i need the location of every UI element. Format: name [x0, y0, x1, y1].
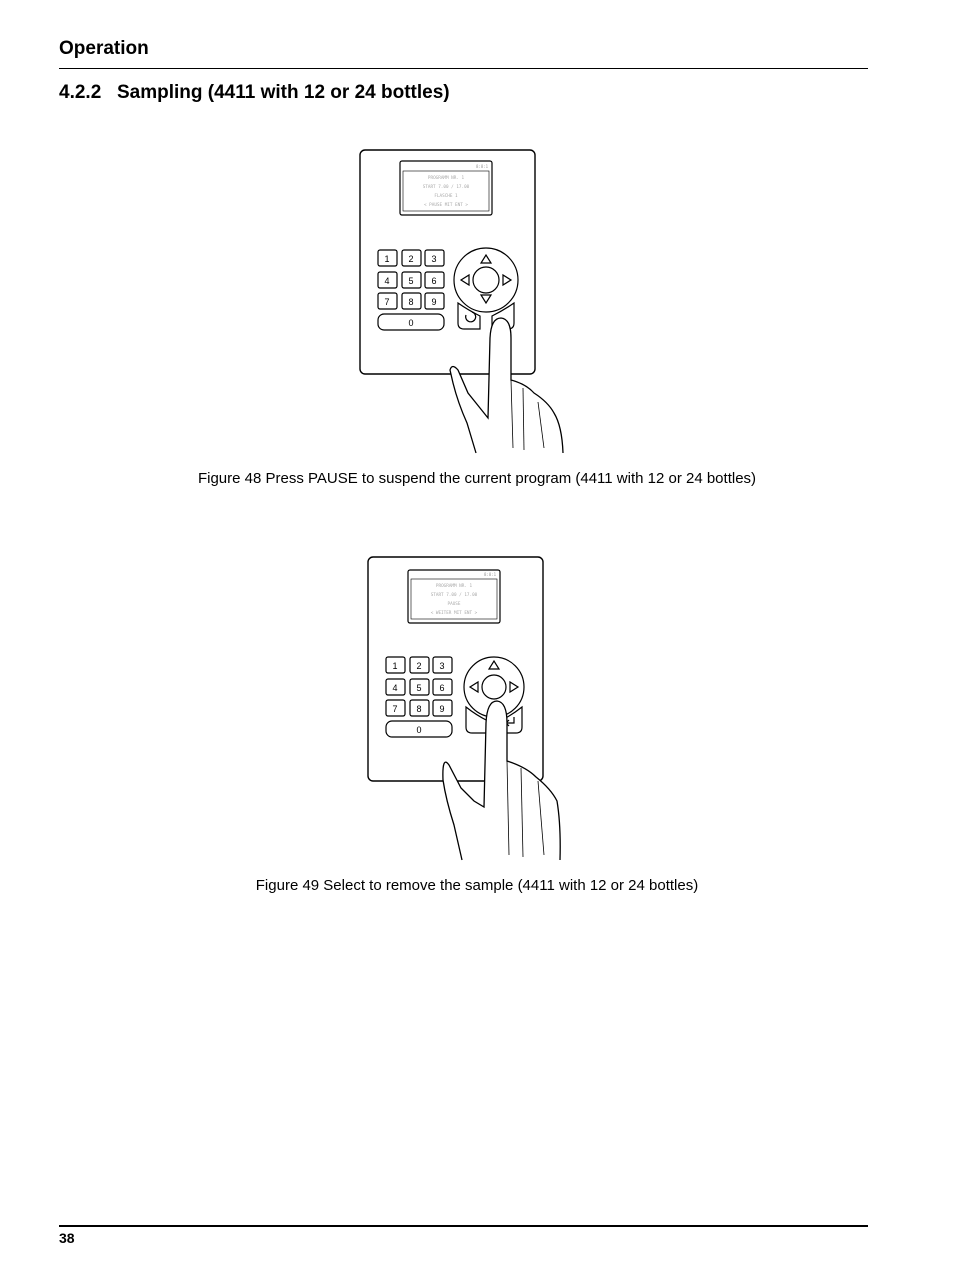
key-6: 6: [431, 276, 436, 286]
arrow-left-icon: [468, 680, 479, 694]
key-5: 5: [408, 276, 413, 286]
key-7: 7: [384, 297, 389, 307]
figure-48-caption: Figure 48 Press PAUSE to suspend the cur…: [197, 470, 757, 487]
key-2: 2: [416, 661, 421, 671]
screen-line-3: FLASCHE 1: [434, 193, 458, 199]
key-0: 0: [416, 725, 421, 735]
lcd-display: 8:8:1 PROGRAMM NR. 1 START 7.00 / 17.00 …: [399, 160, 493, 216]
figure-49: 8:8:1 PROGRAMM NR. 1 START 7.00 / 17.00 …: [366, 555, 562, 861]
key-4: 4: [392, 683, 397, 693]
hand-pointer: [442, 700, 561, 861]
heading-number: 4.2.2: [59, 82, 102, 103]
arrow-down-icon: [479, 294, 493, 305]
screen-line-2: START 7.00 / 17.00: [423, 184, 470, 190]
section-heading: 4.2.2 Sampling (4411 with 12 or 24 bottle…: [59, 82, 450, 104]
screen-line-1: PROGRAMM NR. 1: [428, 175, 465, 181]
key-9: 9: [439, 704, 444, 714]
key-6: 6: [439, 683, 444, 693]
key-0: 0: [408, 318, 413, 328]
escape-icon: [465, 311, 477, 323]
screen-line-1: PROGRAMM NR. 1: [436, 583, 473, 589]
heading-title: Sampling (4411 with 12 or 24 bottles): [117, 82, 450, 103]
arrow-left-icon: [459, 273, 470, 287]
section-header: Operation: [59, 38, 149, 59]
controller-body: [359, 149, 536, 375]
key-9: 9: [431, 297, 436, 307]
header-rule: [59, 68, 868, 69]
screen-line-2: START 7.00 / 17.00: [431, 592, 478, 598]
screen-line-3: PAUSE: [448, 601, 461, 607]
key-1: 1: [392, 661, 397, 671]
enter-key: [499, 705, 523, 734]
key-8: 8: [416, 704, 421, 714]
lcd-display: 8:8:1 PROGRAMM NR. 1 START 7.00 / 17.00 …: [407, 569, 501, 624]
numeric-keypad: [377, 249, 445, 331]
navigation-pad: [453, 247, 519, 330]
svg-text:8:8:1: 8:8:1: [484, 572, 497, 577]
escape-key: [465, 705, 489, 734]
escape-key: [457, 301, 481, 330]
arrow-right-icon: [509, 680, 520, 694]
footer-rule: [59, 1225, 868, 1227]
svg-text:8:8:1: 8:8:1: [476, 164, 489, 169]
key-3: 3: [431, 254, 436, 264]
key-7: 7: [392, 704, 397, 714]
numeric-keypad: [385, 656, 453, 738]
screen-line-4: < WEITER MIT ENT >: [431, 610, 478, 616]
page-number: 38: [59, 1230, 75, 1246]
key-2: 2: [408, 254, 413, 264]
key-3: 3: [439, 661, 444, 671]
screen-line-4: < PAUSE MIT ENT >: [424, 202, 468, 208]
figure-48: 8:8:1 PROGRAMM NR. 1 START 7.00 / 17.00 …: [358, 148, 568, 454]
key-4: 4: [384, 276, 389, 286]
arrow-right-icon: [502, 273, 513, 287]
key-1: 1: [384, 254, 389, 264]
key-8: 8: [408, 297, 413, 307]
arrow-up-icon: [479, 253, 493, 264]
arrow-up-icon: [487, 659, 501, 670]
key-5: 5: [416, 683, 421, 693]
figure-49-caption: Figure 49 Select to remove the sample (4…: [255, 877, 699, 894]
hand-pointer: [449, 317, 564, 454]
